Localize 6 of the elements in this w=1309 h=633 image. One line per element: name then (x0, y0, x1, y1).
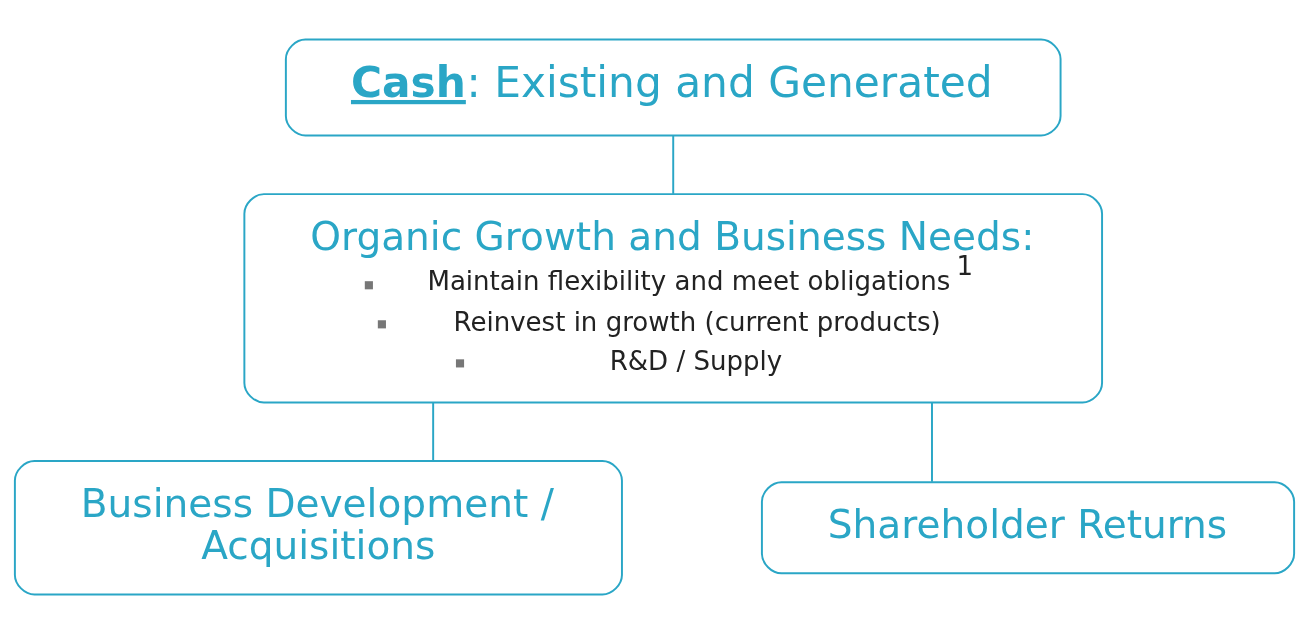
connector (672, 134, 675, 195)
node-box: Shareholder Returns (760, 480, 1296, 574)
node-box: Business Development / Acquisitions (13, 459, 623, 595)
connector (432, 401, 435, 462)
connector (931, 401, 933, 483)
node-box: Cash: Existing and Generated (284, 38, 1062, 136)
